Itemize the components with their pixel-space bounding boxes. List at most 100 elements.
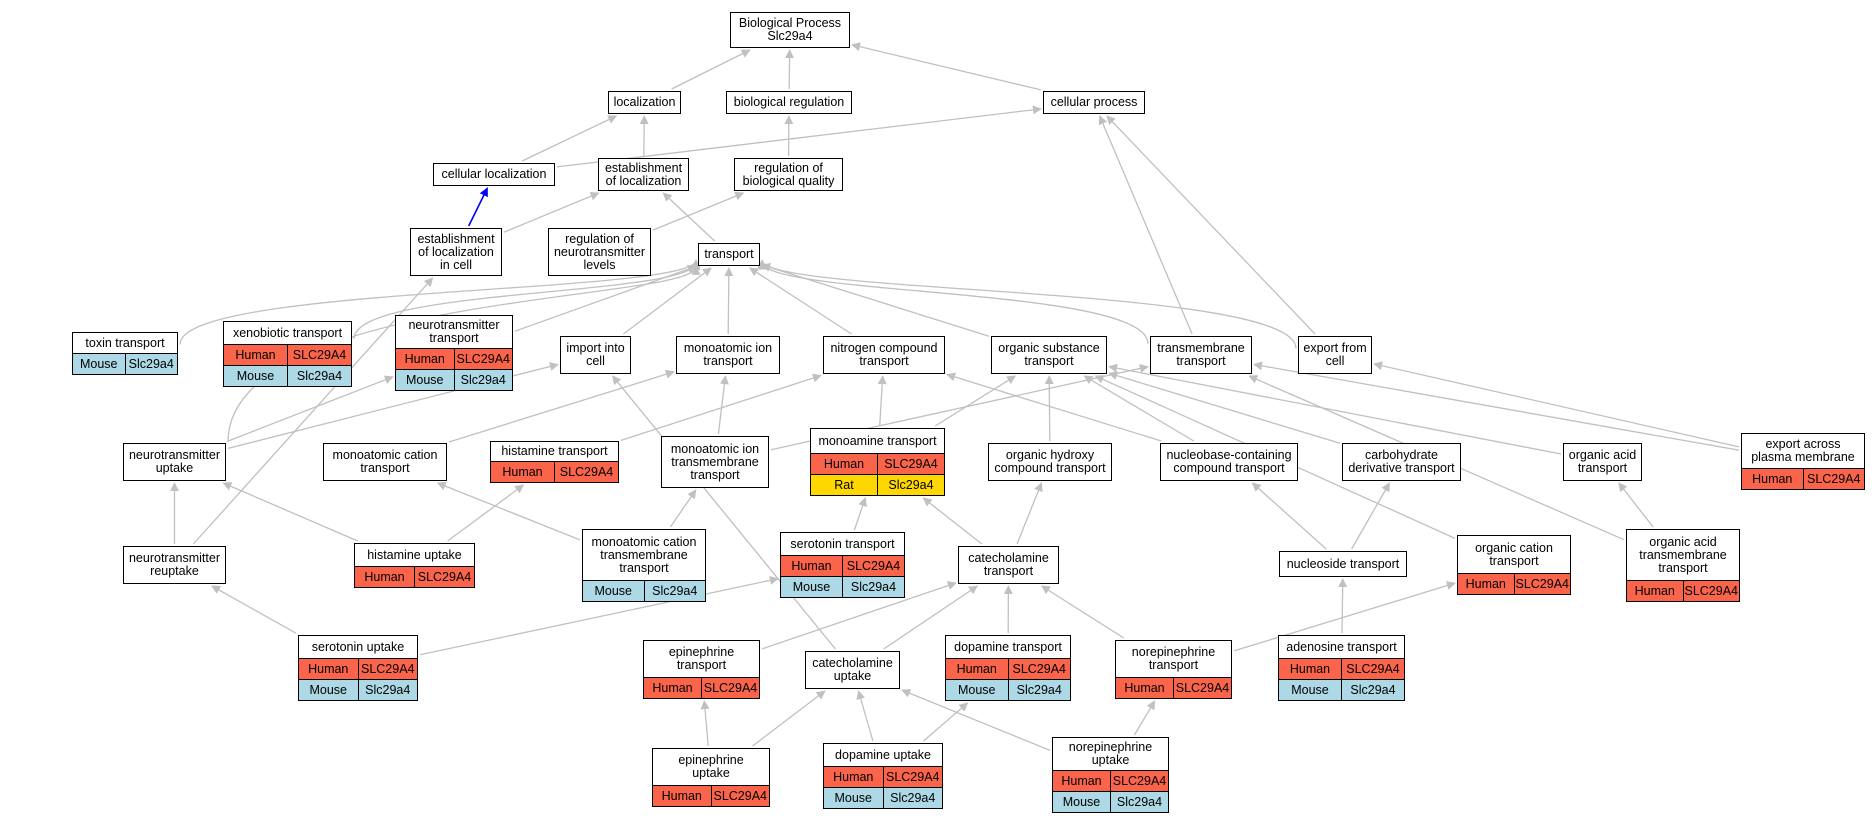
node-title-line: transport xyxy=(1489,553,1539,568)
go-term-node-transport[interactable]: transport xyxy=(698,243,760,266)
is-a-edge xyxy=(669,489,697,528)
node-title-line: serotonin transport xyxy=(790,536,895,551)
is-a-edge xyxy=(1233,581,1456,652)
node-title-line: xenobiotic transport xyxy=(232,325,343,340)
gene-symbol-cell: SLC29A4 xyxy=(1683,581,1740,602)
node-title-line: transport xyxy=(690,467,740,482)
node-title: serotonin transport xyxy=(780,532,905,556)
gene-symbol-cell: SLC29A4 xyxy=(883,767,943,788)
node-title-line: Slc29a4 xyxy=(767,29,813,43)
node-title: histamine transport xyxy=(490,441,619,462)
is-a-edge xyxy=(1251,482,1327,550)
node-title-line: dopamine uptake xyxy=(835,747,931,762)
node-title-line: transport xyxy=(1024,354,1074,368)
node-title: toxin transport xyxy=(72,332,178,354)
is-a-edge xyxy=(1351,482,1391,550)
go-term-node-bioreg[interactable]: biological regulation xyxy=(726,91,852,114)
node-title-line: catecholamine xyxy=(968,551,1049,565)
node-title-line: transmembrane xyxy=(600,547,688,562)
is-a-edge xyxy=(724,267,734,335)
gene-symbol-cell: SLC29A4 xyxy=(288,345,352,366)
node-title-line: monoatomic cation xyxy=(591,534,697,549)
go-term-node-localization[interactable]: localization xyxy=(608,91,681,114)
go-term-node-cellloc[interactable]: cellular localization xyxy=(433,163,555,186)
node-title-line: transport xyxy=(703,354,753,368)
node-title-line: neurotransmitter xyxy=(128,448,220,462)
node-title: dopamine transport xyxy=(945,635,1071,659)
species-cell: Human xyxy=(298,659,359,680)
node-title-line: transport xyxy=(676,658,727,672)
node-title-line: uptake xyxy=(833,669,872,683)
species-cell: Human xyxy=(223,345,288,366)
species-cell: Mouse xyxy=(823,788,884,809)
node-title-line: nitrogen compound xyxy=(830,341,938,355)
node-title-line: organic substance xyxy=(998,341,1100,355)
is-a-edge xyxy=(853,497,867,531)
is-a-edge xyxy=(612,375,836,650)
species-cell: Human xyxy=(1052,771,1111,792)
go-term-node-nucleoside[interactable]: nucleoside transport xyxy=(1279,551,1407,577)
go-term-node-cellproc[interactable]: cellular process xyxy=(1043,91,1145,114)
node-title-line: reuptake xyxy=(150,564,199,578)
node-title: cellular process xyxy=(1043,91,1145,114)
node-title-line: monoamine transport xyxy=(818,433,937,448)
gene-symbol-cell: Slc29a4 xyxy=(644,581,706,602)
is-a-edge xyxy=(1108,363,1562,455)
node-title-line: establishment xyxy=(417,231,495,246)
node-title-line: transmembrane xyxy=(671,454,759,469)
is-a-edge xyxy=(467,187,489,227)
is-a-edge xyxy=(922,497,983,545)
is-a-edge xyxy=(1106,115,1316,335)
node-title: histamine uptake xyxy=(354,543,475,567)
gene-symbol-cell: Slc29a4 xyxy=(883,788,943,809)
